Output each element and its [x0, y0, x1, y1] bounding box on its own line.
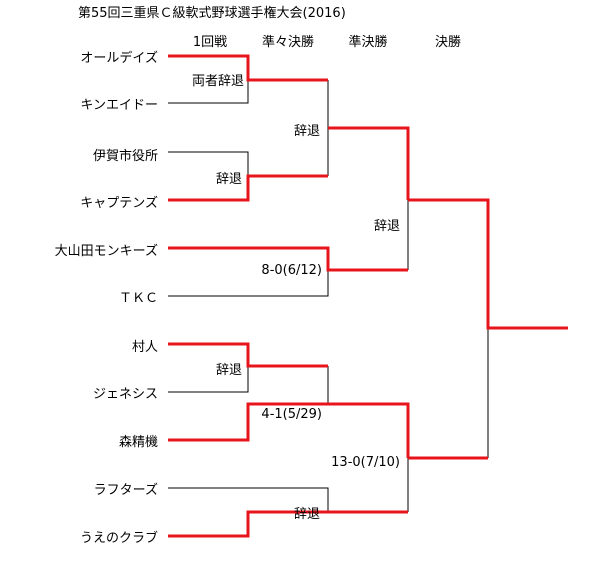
result-sf-m1: 辞退	[373, 219, 400, 234]
result-r1-m1: 両者辞退	[191, 74, 244, 89]
result-r1-m3: 辞退	[215, 363, 242, 378]
winner-line-final	[408, 198, 568, 330]
winner-line-alldays	[168, 54, 328, 82]
team-alldays: オールデイズ	[80, 51, 158, 66]
team-ueno-club: うえのクラブ	[79, 531, 158, 546]
bracket-line-genesis	[168, 366, 249, 393]
winner-line-ueno	[168, 510, 328, 538]
round-label-quarterfinal: 準々決勝	[261, 35, 314, 50]
round-label-final: 決勝	[434, 35, 461, 50]
round-label-first: 1回戦	[192, 35, 228, 50]
result-r1-m2: 辞退	[215, 172, 242, 187]
team-murabito: 村人	[131, 340, 158, 355]
team-mori-seiki: 森精機	[118, 435, 158, 450]
bracket-line-laughters	[168, 487, 329, 512]
winner-line-mori-seiki	[168, 402, 410, 458]
team-laughters: ラフターズ	[93, 483, 158, 498]
bracket-line-kineido	[168, 80, 249, 104]
bracket-line-iga	[168, 151, 249, 176]
team-genesis: ジェネシス	[92, 387, 158, 402]
team-tkc: ＴＫＣ	[118, 291, 158, 306]
team-kineido: キンエイドー	[80, 98, 158, 113]
result-qf-m1: 辞退	[293, 124, 320, 139]
winner-line-murabito	[168, 342, 328, 368]
team-captains: キャプテンズ	[80, 196, 158, 211]
result-qf-m4: 辞退	[293, 507, 320, 522]
winner-line-oyamada	[168, 246, 408, 272]
team-oyamada-monkeys: 大山田モンキーズ	[54, 244, 158, 259]
bracket-line-tkc	[168, 270, 329, 297]
team-iga-city-office: 伊賀市役所	[92, 149, 158, 164]
tournament-title: 第55回三重県Ｃ級軟式野球選手権大会(2016)	[78, 6, 346, 21]
winner-line-captains	[168, 174, 328, 202]
result-sf-m2: 13-0(7/10)	[331, 455, 400, 470]
result-qf-m2: 8-0(6/12)	[261, 263, 322, 278]
winner-line-captains-qf	[328, 126, 410, 200]
round-label-semifinal: 準決勝	[348, 35, 388, 50]
result-qf-m3: 4-1(5/29)	[261, 407, 322, 422]
